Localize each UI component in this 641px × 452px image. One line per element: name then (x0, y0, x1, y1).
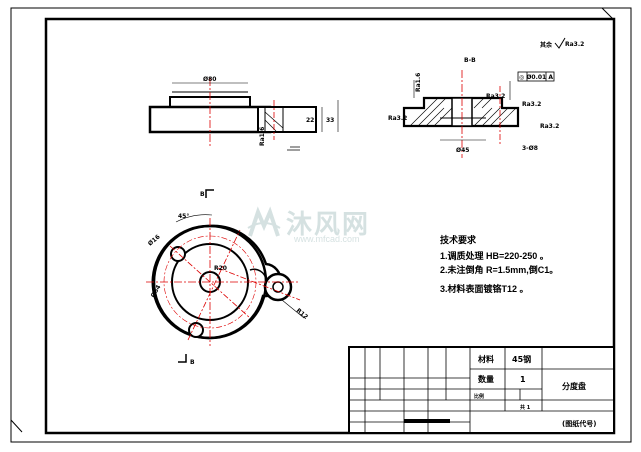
svg-text:3-Ø8: 3-Ø8 (522, 145, 538, 152)
svg-text:Ra3.2: Ra3.2 (522, 101, 541, 108)
tech-notes-line-1: 1.调质处理 HB=220-250 。 (440, 250, 549, 261)
tech-notes-line-2: 2.未注倒角 R=1.5mm,倒C1。 (440, 264, 558, 275)
svg-text:其余: 其余 (540, 41, 553, 49)
side-view: Ø80 22 33 Ra1.6 (148, 76, 339, 151)
material-value: 45钢 (512, 354, 531, 364)
quantity-value: 1 (520, 375, 526, 384)
plan-view: 45° R20 Ø16 Ø64 R12 B B (146, 189, 309, 366)
svg-text:B: B (200, 191, 205, 198)
svg-text:33: 33 (326, 117, 334, 124)
quantity-label: 数量 (478, 374, 494, 384)
tech-notes-title: 技术要求 (440, 234, 477, 245)
section-view: B-B Ra1.6 Ø45 Ra3.2 Ra3.2 (388, 57, 559, 158)
tech-notes: 技术要求 1.调质处理 HB=220-250 。 2.未注倒角 R=1.5mm,… (440, 234, 558, 294)
svg-text:45°: 45° (178, 213, 189, 220)
svg-text:Ra1.6: Ra1.6 (415, 73, 422, 92)
scale-label: 比例 (474, 393, 484, 400)
svg-text:Ø64: Ø64 (150, 284, 163, 299)
roughness-symbol: 其余 Ra3.2 (540, 37, 584, 49)
svg-text:Ra3.2: Ra3.2 (388, 115, 407, 122)
sheet-label: 共 1 (520, 404, 531, 411)
svg-text:◎ Ø0.01 A: ◎ Ø0.01 A (519, 74, 553, 81)
svg-text:Ø16: Ø16 (147, 234, 162, 248)
svg-text:R20: R20 (214, 265, 227, 272)
watermark-logo-icon (247, 206, 281, 237)
part-name: 分度盘 (562, 381, 586, 391)
svg-text:B-B: B-B (464, 57, 476, 64)
watermark: 沐风网 www.mfcad.com (244, 206, 404, 246)
svg-text:Ra1.6: Ra1.6 (259, 127, 266, 146)
tech-notes-line-3: 3.材料表面镀铬T12 。 (440, 283, 529, 294)
watermark-url: www.mfcad.com (294, 234, 360, 244)
svg-text:R12: R12 (295, 307, 309, 321)
material-label: 材料 (478, 354, 494, 364)
svg-text:22: 22 (306, 117, 314, 124)
svg-text:Ra3.2: Ra3.2 (540, 123, 559, 130)
svg-text:Ø45: Ø45 (456, 147, 469, 154)
svg-text:Ra3.2: Ra3.2 (565, 41, 584, 48)
inner-border (44, 17, 616, 435)
drawing-number: (图纸代号) (562, 419, 596, 428)
svg-text:Ra3.2: Ra3.2 (486, 93, 505, 100)
outer-frame (10, 7, 632, 443)
title-block: 材料 45钢 数量 1 分度盘 比例 共 1 (图纸代号) (348, 346, 615, 434)
watermark-brand: 沐风网 (286, 210, 371, 240)
svg-text:B: B (190, 359, 195, 366)
svg-text:Ø80: Ø80 (203, 76, 216, 83)
